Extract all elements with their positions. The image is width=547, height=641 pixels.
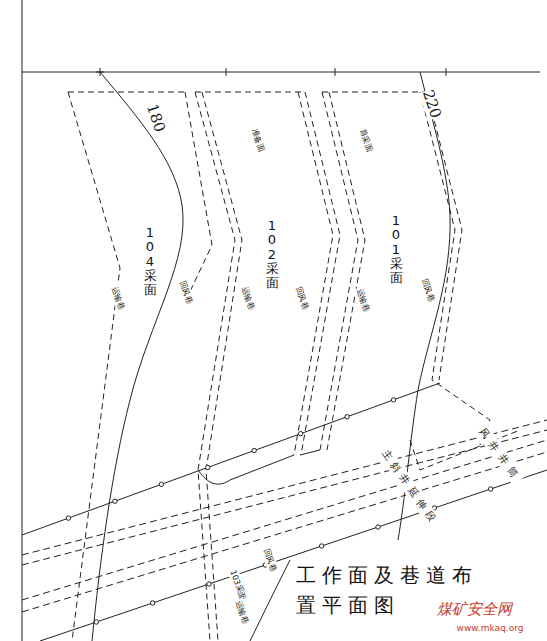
survey-point xyxy=(391,398,395,402)
work-face: 准备面 102采面运输巷 回风巷 xyxy=(190,92,342,472)
frame-line xyxy=(22,0,23,641)
survey-point xyxy=(345,415,349,419)
roadway-label: 运输巷 xyxy=(353,286,372,314)
roadway-label: 回风巷 xyxy=(292,284,311,312)
cut-through xyxy=(198,455,294,484)
survey-point xyxy=(150,601,154,605)
roadway-label: 准备面 xyxy=(248,126,267,154)
survey-point xyxy=(298,431,302,435)
roadway-label: 回风巷 xyxy=(418,276,437,304)
survey-point xyxy=(252,448,256,452)
main-roadway xyxy=(22,420,547,555)
watermark: 煤矿安全网 xyxy=(437,600,512,619)
survey-point xyxy=(319,544,323,548)
survey-point xyxy=(488,487,492,491)
face-name: 104采面 xyxy=(144,226,157,297)
roadway-label: 运输巷 xyxy=(232,598,251,626)
main-roadway xyxy=(40,470,547,641)
face-name: 101采面 xyxy=(390,214,403,285)
work-face: 103采面运输巷 回风巷 xyxy=(200,520,295,641)
survey-point xyxy=(113,499,117,503)
fault-line xyxy=(92,72,183,641)
cut-through xyxy=(300,450,320,455)
survey-point xyxy=(159,482,163,486)
face-name: 102采面 xyxy=(266,219,279,290)
shaft-label: 风井井筒 xyxy=(476,425,524,485)
survey-point xyxy=(207,582,211,586)
roadway-label: 回风巷 xyxy=(260,546,279,574)
main-roadway xyxy=(22,383,440,535)
boundary-ticks xyxy=(96,68,446,76)
survey-point xyxy=(206,465,210,469)
main-roadway xyxy=(22,430,547,565)
work-face-outline xyxy=(68,92,520,641)
roadway-label: 103采面 xyxy=(227,567,249,602)
work-face: 104采面运输巷 回风巷 xyxy=(60,92,220,492)
work-face: 首采面 101采面运输巷 回风巷 xyxy=(318,92,468,422)
roadway-label: 运输巷 xyxy=(108,284,127,312)
survey-point xyxy=(94,620,98,624)
roadway-label: 首采面 xyxy=(356,126,375,154)
contour-number: 220 xyxy=(419,88,445,121)
roadway-label: 回风巷 xyxy=(176,278,195,306)
watermark: www.mkaq.org xyxy=(457,623,524,633)
survey-point xyxy=(66,516,70,520)
roadway-label: 运输巷 xyxy=(238,284,257,312)
survey-point xyxy=(376,525,380,529)
contour-number: 180 xyxy=(143,102,169,135)
